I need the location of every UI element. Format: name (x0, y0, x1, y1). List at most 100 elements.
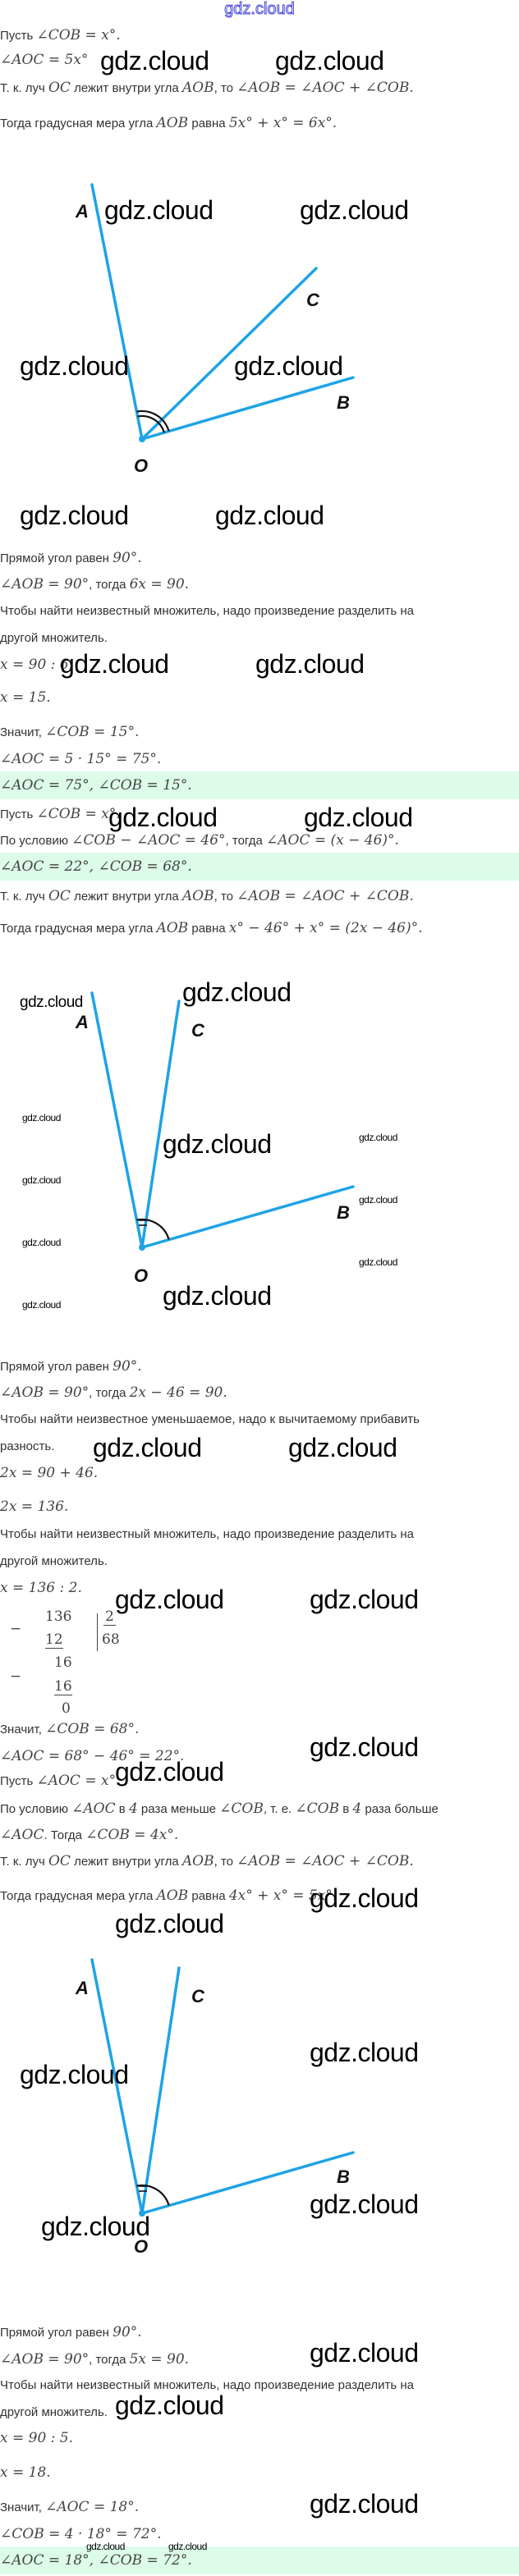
text-fragment: лежит внутри угла (70, 890, 182, 904)
ray-ob (140, 1185, 355, 1249)
watermark: gdz.cloud (168, 2541, 207, 2552)
math-expression: 4 (128, 1800, 138, 1817)
ray-oa (90, 1958, 144, 2215)
site-logo[interactable]: gdz.cloud (224, 0, 296, 19)
math-expression: ∠AOB = ∠AOC + ∠COB. (237, 1853, 414, 1869)
text-fragment: , тогда (225, 834, 266, 848)
math-expression: AOB (156, 920, 189, 936)
text-fragment: , то (214, 890, 237, 904)
text-fragment: Тогда градусная мера угла (0, 922, 157, 936)
text-fragment: лежит внутри угла (70, 81, 182, 95)
solution-line: другой множитель. (0, 629, 108, 647)
right-angle-arc (136, 410, 170, 432)
solution-line: По условию ∠AOC в 4 раза меньше ∠COB, т.… (0, 1800, 439, 1818)
math-expression: OC (48, 888, 71, 904)
math-expression: ∠AOC = 5x° (0, 52, 89, 68)
text-fragment: в (339, 1802, 353, 1816)
watermark: gdz.cloud (86, 2541, 125, 2552)
math-expression: x = 15. (0, 689, 51, 706)
solution-line: ∠AOB = 90°, тогда 6x = 90. (0, 575, 189, 593)
math-expression: OC (48, 1853, 71, 1869)
text-fragment: равна (188, 922, 229, 936)
solution-line: Т. к. луч OC лежит внутри угла AOB, то ∠… (0, 79, 414, 97)
solution-line: x = 90 : 6. (0, 656, 73, 674)
math-expression: 2x − 46 = 90. (129, 1384, 227, 1401)
division-remainder: 16 (54, 1654, 72, 1671)
ray-oc (140, 267, 318, 441)
point-label-c: C (191, 1986, 205, 2006)
text-fragment: Т. к. луч (0, 1855, 48, 1869)
math-expression: 2x = 136. (0, 1498, 69, 1515)
text-fragment: Пусть (0, 29, 37, 43)
text-fragment: Тогда градусная мера угла (0, 1889, 157, 1903)
text-fragment: , то (214, 1855, 237, 1869)
answer-highlight (0, 853, 519, 881)
watermark: gdz.cloud (310, 2489, 419, 2519)
text-fragment: лежит внутри угла (70, 1855, 182, 1869)
point-label-o: O (134, 455, 148, 476)
math-expression: ∠AOC = 5 · 15° = 75°. (0, 751, 162, 767)
solution-line: ∠AOC. Тогда ∠COB = 4x°. (0, 1826, 178, 1844)
math-expression: x° − 46° + x° = (2x − 46)°. (228, 920, 423, 936)
watermark: gdz.cloud (255, 649, 365, 679)
solution-line: Тогда градусная мера угла AOB равна 5x° … (0, 114, 337, 132)
vertex-point (139, 436, 145, 442)
point-label-b: B (337, 392, 350, 413)
solution-line: Прямой угол равен 90°. (0, 1357, 142, 1375)
watermark: gdz.cloud (115, 1909, 224, 1938)
solution-line: Тогда градусная мера угла AOB равна 4x° … (0, 1887, 337, 1905)
math-expression: AOB (181, 888, 214, 904)
math-expression: ∠AOB = ∠AOC + ∠COB. (237, 80, 414, 96)
solution-line: Чтобы найти неизвестный множитель, надо … (0, 1526, 414, 1544)
solution-line: Значит, ∠COB = 15°. (0, 723, 139, 741)
math-expression: 90°. (113, 1358, 142, 1375)
watermark: gdz.cloud (288, 1433, 397, 1462)
point-label-o: O (134, 2236, 148, 2257)
solution-line: x = 136 : 2. (0, 1579, 82, 1597)
point-label-a: A (75, 1012, 89, 1032)
math-expression: ∠AOB = 90° (0, 1384, 90, 1401)
text-fragment: в (115, 1802, 129, 1816)
math-expression: ∠AOC (0, 1827, 44, 1843)
point-label-c: C (306, 290, 320, 310)
watermark: gdz.cloud (310, 2038, 419, 2067)
solution-line: По условию ∠COB − ∠AOC = 46°, тогда ∠AOC… (0, 831, 399, 849)
watermark: gdz.cloud (215, 501, 324, 530)
solution-line: Пусть ∠AOC = x°. (0, 1772, 120, 1790)
text-fragment: , т. е. (263, 1802, 296, 1816)
watermark: gdz.cloud (41, 2212, 150, 2241)
right-angle-arc (136, 2184, 170, 2206)
text-fragment: равна (188, 1889, 229, 1903)
math-expression: 4 (352, 1800, 362, 1817)
watermark: gdz.cloud (115, 2391, 224, 2420)
watermark: gdz.cloud (163, 1129, 272, 1159)
solution-line: Т. к. луч OC лежит внутри угла AOB, то ∠… (0, 887, 414, 905)
text-fragment: Чтобы найти неизвестный множитель, надо … (0, 1527, 414, 1541)
math-expression: ∠AOC = 18°, ∠COB = 72°. (0, 2552, 192, 2569)
solution-line: Тогда градусная мера угла AOB равна x° −… (0, 919, 423, 937)
division-quotient: 68 (102, 1631, 120, 1648)
math-expression: ∠COB (219, 1800, 264, 1817)
text-fragment: равна (188, 117, 229, 130)
division-minus: − (10, 1668, 22, 1685)
watermark: gdz.cloud (275, 46, 384, 75)
watermark: gdz.cloud (310, 2338, 419, 2368)
solution-line: Чтобы найти неизвестный множитель, надо … (0, 602, 414, 620)
text-fragment: Чтобы найти неизвестный множитель, надо … (0, 2378, 414, 2392)
math-expression: ∠AOC = (x − 46)°. (266, 832, 399, 849)
text-fragment: , тогда (89, 1386, 130, 1400)
math-expression: AOB (181, 80, 214, 96)
watermark: gdz.cloud (20, 501, 129, 530)
math-expression: ∠COB = 15°. (45, 724, 140, 740)
division-minus: − (10, 1621, 22, 1637)
math-expression: ∠COB = 4x°. (85, 1827, 179, 1843)
text-fragment: раза меньше (137, 1802, 220, 1816)
math-expression: x = 90 : 5. (0, 2430, 74, 2446)
watermark: gdz.cloud (93, 1433, 202, 1462)
watermark: gdz.cloud (20, 2060, 129, 2089)
watermark: gdz.cloud (100, 46, 209, 75)
solution-line: 2x = 90 + 46. (0, 1464, 98, 1482)
text-fragment: Чтобы найти неизвестное уменьшаемое, над… (0, 1412, 420, 1426)
watermark: gdz.cloud (310, 1585, 419, 1614)
